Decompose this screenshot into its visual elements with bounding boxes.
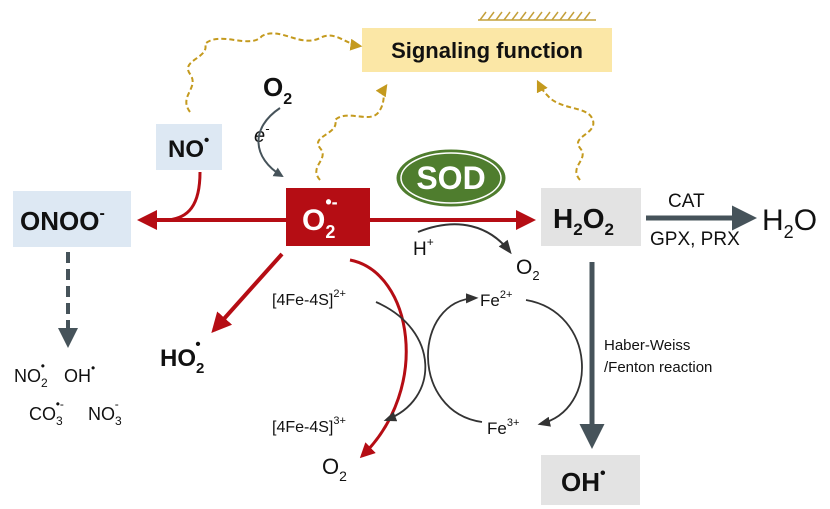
svg-text:OH•: OH• [561, 465, 606, 497]
sod-label: SOD [416, 160, 485, 196]
o2-top: O2 [263, 72, 292, 108]
h2o2-to-signaling-arrow [536, 79, 595, 181]
oh-box: OH• [541, 455, 640, 505]
signaling-box-bg [362, 28, 612, 72]
fe4s4-3plus-label: [4Fe-4S]3+ [272, 415, 346, 436]
fenton-label: /Fenton reaction [604, 359, 712, 376]
fe4s4-2plus-label: [4Fe-4S]2+ [272, 288, 346, 309]
svg-text:H2O: H2O [762, 204, 817, 242]
o2-right-label: O2 [516, 256, 540, 283]
no-join-line [167, 171, 202, 222]
o2-bottom-label: O2 [322, 454, 347, 484]
product-co3: CO3•- [29, 397, 64, 428]
svg-text:H2O2: H2O2 [553, 203, 614, 239]
svg-text:Fe3+: Fe3+ [487, 417, 519, 438]
onoo-products: NO2• OH• CO3•- NO3- [14, 359, 122, 428]
fes-cluster-oxidation-arrow [375, 301, 427, 422]
svg-text:NO•: NO• [168, 132, 209, 163]
fe2-to-fe3-arrow [525, 299, 583, 427]
product-no3: NO3- [88, 397, 122, 428]
haber-weiss-label: Haber-Weiss [604, 337, 690, 354]
product-oh: OH• [64, 361, 95, 386]
h-plus-label: H+ [413, 235, 434, 260]
sod-enzyme: SOD [393, 146, 509, 210]
fe2-label: Fe2+ [480, 289, 512, 310]
superoxide-box: O2•- [286, 188, 370, 246]
signaling-function-box: Signaling function [362, 11, 612, 72]
svg-text:O2•-: O2•- [302, 192, 338, 242]
h2o2-box: H2O2 [541, 188, 641, 246]
onoo-box: ONOO- [13, 191, 131, 247]
superoxide-to-ho2-arrow [211, 252, 284, 333]
fe3-to-fe2-arrow [427, 293, 483, 423]
gpx-prx-label: GPX, PRX [650, 229, 740, 250]
o2-to-superoxide-arrow [257, 107, 284, 178]
svg-text:[4Fe-4S]3+: [4Fe-4S]3+ [272, 415, 346, 436]
svg-text:Fe2+: Fe2+ [480, 289, 512, 310]
superoxide-to-o2-bottom-arrow [349, 258, 408, 459]
signaling-hatch [478, 11, 596, 21]
svg-text:H+: H+ [413, 235, 434, 260]
svg-text:[4Fe-4S]2+: [4Fe-4S]2+ [272, 288, 346, 309]
svg-text:HO2•: HO2• [160, 336, 204, 377]
cat-label: CAT [668, 191, 705, 212]
svg-text:O2: O2 [263, 72, 292, 108]
h-plus-to-o2-arrow [417, 223, 512, 255]
superoxide-to-signaling-arrow [315, 84, 388, 181]
svg-text:O2: O2 [322, 454, 347, 484]
no-to-signaling-arrow [185, 32, 363, 113]
no-box: NO• [156, 124, 222, 170]
product-no2: NO2• [14, 359, 48, 390]
signaling-arrows [185, 32, 595, 181]
signaling-label: Signaling function [391, 38, 583, 63]
ho2-label: HO2• [160, 336, 204, 377]
svg-text:O2: O2 [516, 256, 540, 283]
superoxide-red-arrows [137, 171, 536, 459]
svg-text:ONOO-: ONOO- [20, 205, 105, 236]
fe3-label: Fe3+ [487, 417, 519, 438]
h2o-label: H2O [762, 204, 817, 242]
